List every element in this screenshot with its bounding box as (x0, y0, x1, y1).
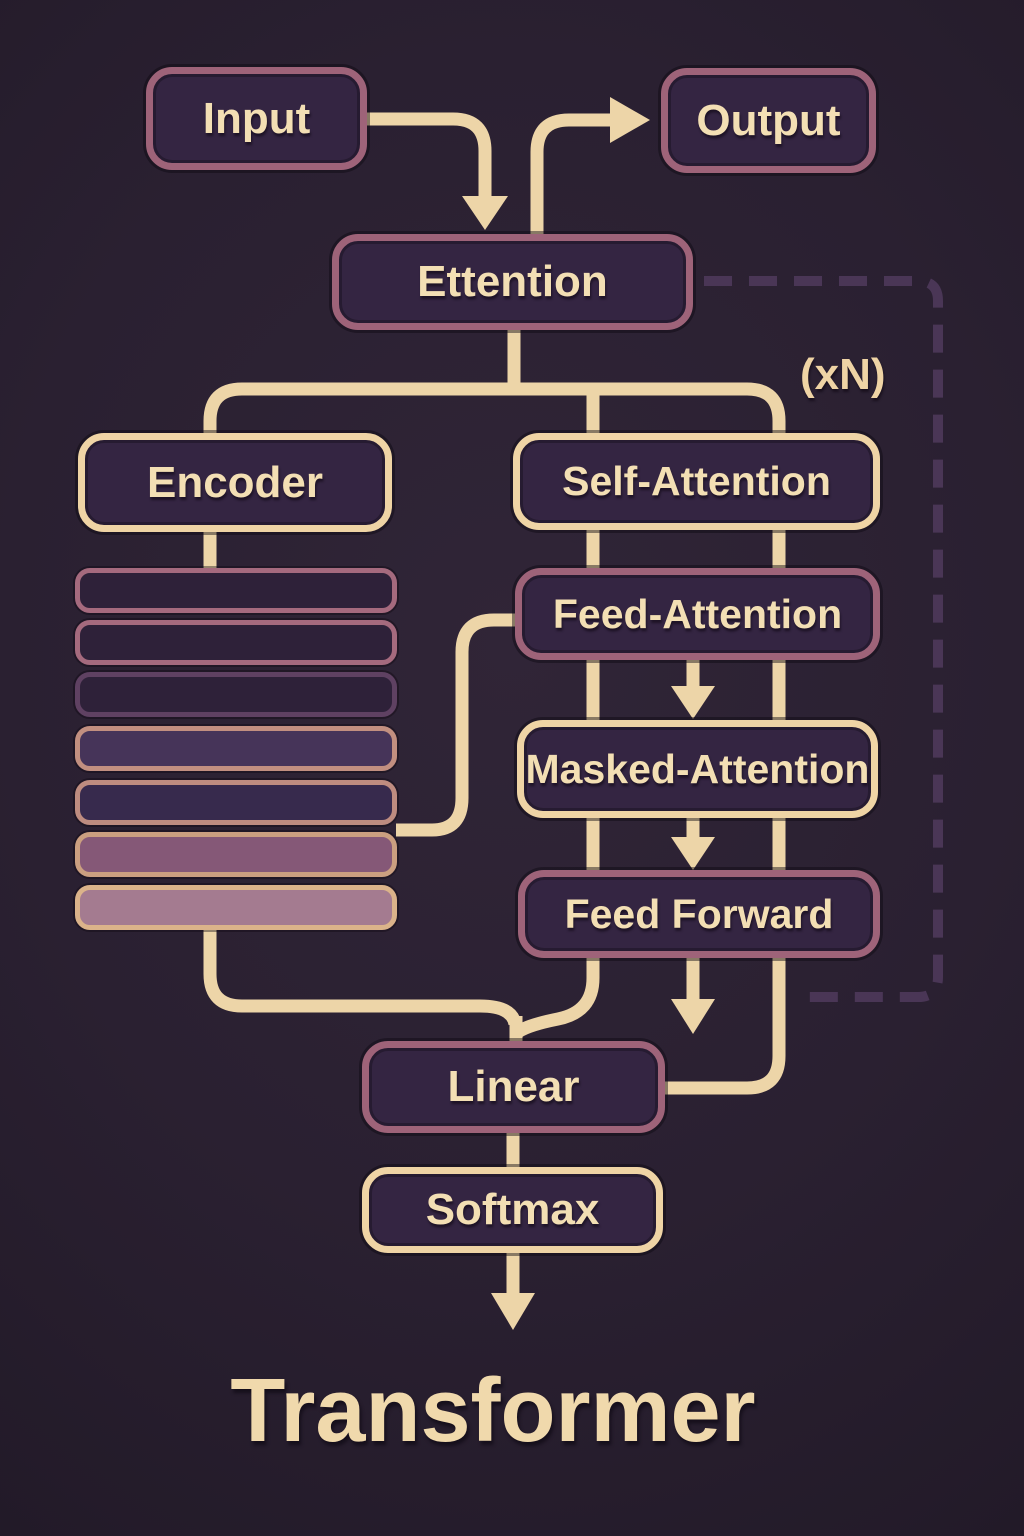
encoder-stack-bar (75, 672, 397, 717)
node-self-attention: Self-Attention (513, 433, 880, 530)
arrow-feedforward-down (671, 999, 715, 1034)
node-output: Output (661, 68, 876, 173)
arrow-input-to-ettention (462, 196, 508, 230)
encoder-stack-bar (75, 885, 397, 930)
encoder-stack-bar (75, 726, 397, 771)
node-feed-forward: Feed Forward (518, 870, 880, 958)
arrow-maskedattention-to-feedforward (671, 837, 715, 870)
encoder-stack-bar (75, 568, 397, 613)
node-input: Input (146, 67, 367, 170)
repeat-count-label: (xN) (800, 350, 886, 399)
arrow-softmax-down (491, 1293, 535, 1330)
encoder-stack-bar (75, 620, 397, 665)
arrow-ettention-to-output (610, 97, 650, 143)
node-feed-attention: Feed-Attention (515, 568, 880, 660)
encoder-stack-bar (75, 832, 397, 877)
encoder-stack-bar (75, 780, 397, 825)
repeat-loop-dashed-path (704, 276, 943, 1002)
arrow-feedattention-to-maskedattention (671, 686, 715, 719)
node-softmax: Softmax (362, 1167, 663, 1253)
node-ettention: Ettention (332, 234, 693, 330)
node-encoder: Encoder (78, 433, 392, 532)
node-linear: Linear (362, 1041, 665, 1133)
diagram-title: Transformer (230, 1361, 756, 1461)
node-masked-attention: Masked-Attention (517, 720, 878, 818)
